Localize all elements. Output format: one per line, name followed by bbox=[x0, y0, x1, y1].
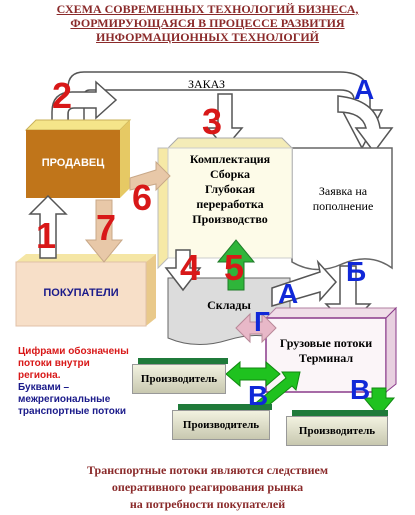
flow-letter-a-mid: А bbox=[278, 278, 299, 309]
seller-label: ПРОДАВЕЦ bbox=[41, 157, 105, 169]
seller-box-side bbox=[120, 120, 130, 198]
buyers-label: ПОКУПАТЕЛИ bbox=[43, 287, 119, 299]
flow-number-4: 4 bbox=[180, 247, 201, 288]
diagram-title-line2: ФОРМИРУЮЩАЯСЯ В ПРОЦЕССЕ РАЗВИТИЯ bbox=[70, 16, 345, 30]
flow-letter-v-right: В bbox=[350, 374, 371, 405]
producer1-box: Производитель bbox=[132, 364, 226, 394]
flow-letter-g: Г bbox=[254, 306, 270, 337]
arrow-5 bbox=[216, 239, 256, 291]
seller-box bbox=[26, 130, 120, 198]
cargo-line1: Грузовые потоки bbox=[279, 336, 373, 350]
arrow-7 bbox=[84, 199, 124, 263]
arrow-v2 bbox=[362, 387, 396, 417]
assembly-box bbox=[167, 147, 293, 259]
assembly-line3: Глубокая bbox=[205, 182, 255, 196]
producer2-box: Производитель bbox=[172, 410, 270, 440]
assembly-line5: Производство bbox=[192, 212, 268, 226]
warehouses-label: Склады bbox=[207, 298, 251, 312]
diagram-title-line3: ИНФОРМАЦИОННЫХ ТЕХНОЛОГИЙ bbox=[96, 30, 319, 44]
legend-blue-line1: Буквами – bbox=[18, 382, 70, 393]
diagram-title-line1: СХЕМА СОВРЕМЕННЫХ ТЕХНОЛОГИЙ БИЗНЕСА, bbox=[56, 2, 359, 16]
flow-number-1: 1 bbox=[36, 215, 57, 256]
arrow-6 bbox=[129, 160, 171, 192]
request-line1: Заявка на bbox=[318, 184, 368, 198]
legend-red-line3: региона. bbox=[18, 370, 61, 381]
assembly-box-top bbox=[166, 137, 294, 149]
flow-number-3: 3 bbox=[202, 101, 223, 142]
producer3-top bbox=[292, 410, 388, 416]
footer-line3: на потребности покупателей bbox=[129, 497, 286, 511]
cargo-line2: Терминал bbox=[298, 351, 354, 365]
order-label: ЗАКАЗ bbox=[188, 77, 226, 91]
flow-letter-b: Б bbox=[346, 256, 367, 287]
legend-red: Цифрами обозначены потоки внутри региона… bbox=[18, 346, 129, 382]
assembly-label: Комплектация Сборка Глубокая переработка… bbox=[168, 152, 292, 227]
buyers-box bbox=[15, 261, 147, 327]
flow-letter-v-left: В bbox=[248, 380, 269, 411]
arrow-g bbox=[235, 312, 277, 344]
request-line2: пополнение bbox=[312, 199, 374, 213]
legend-red-line2: потоки внутри bbox=[18, 358, 90, 369]
producer2-top bbox=[178, 404, 272, 410]
arrow-a-request bbox=[337, 95, 394, 154]
producer1-top bbox=[138, 358, 228, 364]
order-arrow bbox=[67, 71, 384, 150]
legend-red-line1: Цифрами обозначены bbox=[18, 346, 129, 357]
legend-blue: Буквами – межрегиональные транспортные п… bbox=[18, 382, 126, 418]
assembly-line1: Комплектация bbox=[189, 152, 271, 166]
request-label: Заявка на пополнение bbox=[298, 184, 388, 214]
flow-number-2: 2 bbox=[52, 75, 73, 116]
flow-number-6: 6 bbox=[132, 177, 153, 218]
flow-letter-a-top: А bbox=[354, 74, 375, 105]
producer3-box: Производитель bbox=[286, 416, 388, 446]
flow-number-5: 5 bbox=[224, 247, 245, 288]
arrow-v1-a bbox=[225, 360, 281, 388]
cargo-label: Грузовые потоки Терминал bbox=[266, 336, 386, 366]
arrow-4 bbox=[164, 249, 202, 292]
arrow-a-warehouse bbox=[271, 259, 338, 307]
buyers-box-side bbox=[146, 254, 156, 326]
cargo-box-side bbox=[385, 306, 397, 394]
footer-line1: Транспортные потоки являются следствием bbox=[86, 463, 329, 477]
assembly-line4: переработка bbox=[196, 197, 264, 211]
flow-number-7: 7 bbox=[96, 207, 117, 248]
request-document bbox=[291, 147, 393, 271]
seller-box-top bbox=[24, 119, 132, 131]
footer-line2: оперативного реагирования рынка bbox=[111, 480, 304, 494]
legend-blue-line3: транспортные потоки bbox=[18, 406, 127, 417]
arrow-1 bbox=[28, 194, 68, 259]
legend-blue-line2: межрегиональные bbox=[18, 394, 111, 405]
assembly-line2: Сборка bbox=[209, 167, 251, 181]
